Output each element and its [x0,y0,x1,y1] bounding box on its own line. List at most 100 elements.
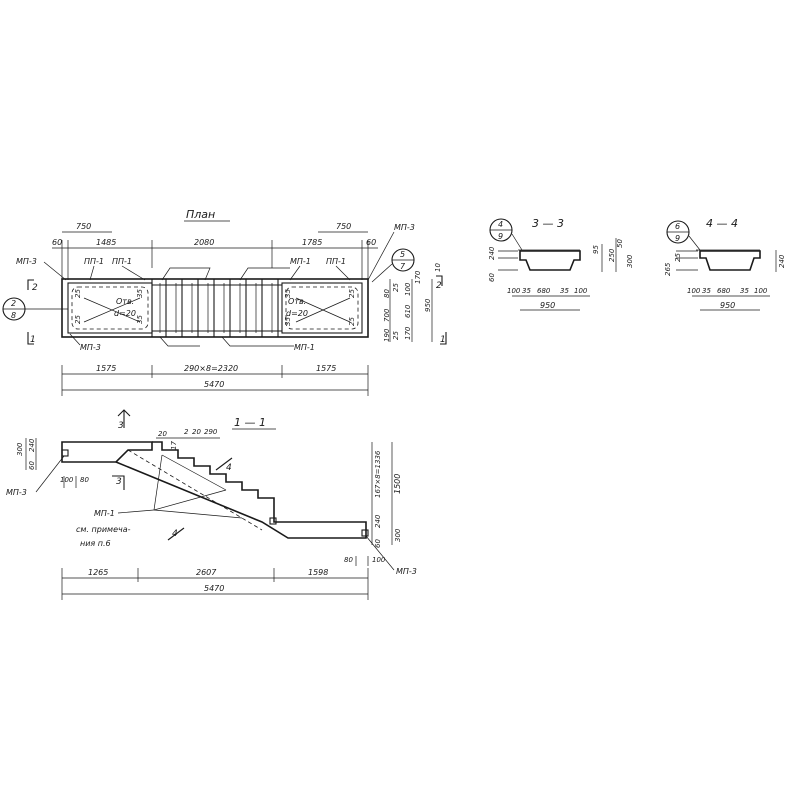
section11-dim-300-left: 300 [16,442,24,456]
section11-mark-4-bottom: 4 [172,529,178,539]
section33-dim-240: 240 [488,246,496,260]
section33-dim-b: 35 [522,287,531,295]
section11-dim-5470: 5470 [204,584,224,593]
dim-35-right-b: 35 [284,317,292,326]
section44-dim-240: 240 [778,254,786,268]
dim-25-left-b: 25 [74,315,82,324]
dim-1485: 1485 [96,238,116,247]
circle-right-bottom: 7 [400,262,406,271]
label-mp3-bottom: МП-3 [80,343,101,352]
section11-dim-2: 2 [184,428,189,436]
opening-right-line2: d=20 [286,309,308,318]
section11-dim-2607: 2607 [196,568,217,577]
label-pp1-a: ПП-1 [84,257,104,266]
dim-750-left: 750 [76,222,91,231]
section11-mark-3-top: 3 [118,421,124,431]
dim-35-right-a: 35 [284,289,292,298]
circle-left-top: 2 [11,299,16,308]
dim-750-right: 750 [336,222,351,231]
dim-right-80: 80 [383,289,391,298]
section33-dim-95: 95 [592,245,600,254]
section44-dim-d: 35 [740,287,749,295]
mark-1-left: 1 [30,335,36,345]
dim-290x8: 290×8=2320 [184,364,238,373]
dim-right-190: 190 [383,328,391,342]
section11-mark-3-mid: 3 [116,477,122,487]
label-mp3-top-right: МП-3 [394,223,415,232]
dim-right-700: 700 [383,308,391,322]
section11-dim-1500: 1500 [393,474,402,494]
section33-dim-60: 60 [488,273,496,282]
dim-right-25: 25 [392,283,400,292]
label-pp1-b: ПП-1 [112,257,132,266]
section11-label-mp1: МП-1 [94,509,115,518]
dim-1575-left: 1575 [96,364,116,373]
section11-dim-17: 17 [170,441,178,450]
label-mp3-top-left: МП-3 [16,257,37,266]
section44-dim-c: 680 [717,287,731,295]
dim-right-170b: 170 [404,326,412,340]
section11-dim-240-right: 240 [374,514,382,528]
dim-5470-plan: 5470 [204,380,224,389]
dim-2080: 2080 [194,238,214,247]
section11-title: 1 — 1 [234,416,266,429]
section11-dim-20a: 20 [158,430,167,438]
dim-1785: 1785 [302,238,322,247]
section33-dim-d: 35 [560,287,569,295]
section33-circle-top: 4 [498,220,503,229]
section33-dim-300: 300 [626,254,634,268]
section33-dim-a: 100 [507,287,521,295]
dim-1575-right: 1575 [316,364,336,373]
label-mp1-bottom: МП-1 [294,343,315,352]
dim-35-mid-b: 35 [136,315,144,324]
label-mp1-top: МП-1 [290,257,311,266]
dim-right-610: 610 [404,304,412,318]
section11-dim-80-right: 80 [344,556,353,564]
section11-dim-60-right: 60 [374,539,382,548]
dim-25-left-a: 25 [74,289,82,298]
section11-dim-1336: 167×8=1336 [374,450,382,498]
dim-25-right-b: 25 [348,317,356,326]
section33-dim-total: 950 [540,301,555,310]
dim-25-right-a: 25 [348,289,356,298]
section44-dim-total: 950 [720,301,735,310]
opening-right-line1: Отв. [288,297,306,306]
section44-dim-e: 100 [754,287,768,295]
section11-dim-80-left: 80 [80,476,89,484]
section11-dim-60-left: 60 [28,461,36,470]
section44-circle-bottom: 9 [675,234,680,243]
section44-title: 4 — 4 [706,217,738,230]
section33-dim-250: 250 [608,248,616,262]
opening-left-line1: Отв. [116,297,134,306]
plan-view: План 750 750 60 1485 2080 1785 60 МП-3 М… [2,208,447,396]
section-1-1: 1 — 1 3 3 4 4 20 2 20 290 17 3 [6,409,417,600]
section11-dim-1598: 1598 [308,568,328,577]
section44-dim-b: 35 [702,287,711,295]
section11-dim-20b: 20 [192,428,201,436]
section11-note-line2: ния п.6 [80,539,111,548]
section11-dim-100-right: 100 [372,556,386,564]
section11-dim-290: 290 [204,428,218,436]
circle-left-bottom: 8 [11,311,16,320]
section11-dim-300-right: 300 [394,528,402,542]
section11-note-line1: см. примеча- [76,525,131,534]
mark-2-left: 2 [32,283,38,293]
plan-title: План [186,208,215,221]
section33-dim-e: 100 [574,287,588,295]
section11-label-mp3-left: МП-3 [6,488,27,497]
section33-dim-50: 50 [616,239,624,248]
label-pp1-c: ПП-1 [326,257,346,266]
section11-dim-100-left: 100 [60,476,74,484]
section44-dim-a: 100 [687,287,701,295]
section44-dim-265: 265 [664,262,672,276]
dim-60-right: 60 [366,238,376,247]
dim-right-950: 950 [424,298,432,312]
circle-right-top: 5 [400,250,405,259]
section11-mark-4-right: 4 [226,463,232,473]
section-3-3: 3 — 3 4 9 60 240 95 250 50 300 100 35 68… [488,217,634,311]
section33-circle-bottom: 9 [498,232,503,241]
section33-title: 3 — 3 [532,217,564,230]
dim-35-mid-a: 35 [136,289,144,298]
section44-circle-top: 6 [675,222,680,231]
section33-dim-c: 680 [537,287,551,295]
